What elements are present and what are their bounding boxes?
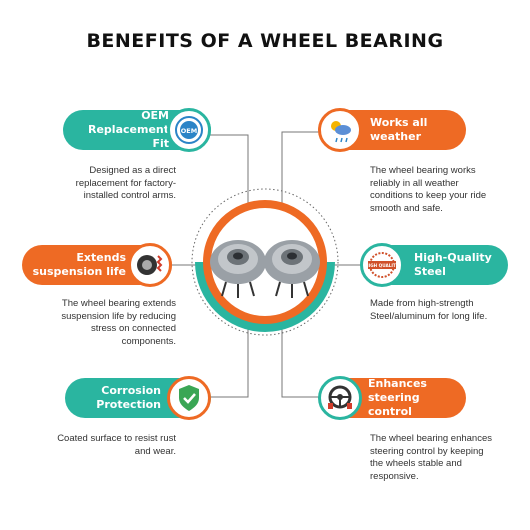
steering-wheel-icon xyxy=(318,376,362,420)
benefit-desc-oem: Designed as a direct replacement for fac… xyxy=(75,165,176,201)
benefit-pill-steering: Enhances steering control xyxy=(318,376,466,420)
benefit-desc-steering: The wheel bearing enhances steering cont… xyxy=(370,433,493,482)
weather-icon xyxy=(318,108,362,152)
teal-arc xyxy=(195,262,335,332)
svg-text:OEM: OEM xyxy=(181,127,197,135)
svg-text:HIGH QUALITY: HIGH QUALITY xyxy=(365,263,400,268)
benefit-pill-steel: HIGH QUALITY High-Quality Steel xyxy=(360,243,508,287)
benefit-pill-weather: Works all weather xyxy=(318,108,466,152)
benefit-desc-weather: The wheel bearing works reliably in all … xyxy=(370,165,487,214)
benefit-pill-oem: OEM Replacement Fit OEM xyxy=(63,108,211,152)
benefit-desc-suspension: The wheel bearing extends suspension lif… xyxy=(61,298,176,347)
dotted-ring xyxy=(191,188,339,336)
suspension-wheel-icon xyxy=(128,243,172,287)
benefit-pill-suspension: Extends suspension life xyxy=(22,243,172,287)
benefit-pill-corrosion: Corrosion Protection xyxy=(65,376,211,420)
high-quality-stamp-icon: HIGH QUALITY xyxy=(360,243,404,287)
benefit-desc-steel: Made from high-strength Steel/aluminum f… xyxy=(370,298,488,322)
wheel-hub-left-icon xyxy=(210,240,266,298)
wheel-hub-right-icon xyxy=(264,240,320,298)
benefit-desc-corrosion: Coated surface to resist rust and wear. xyxy=(57,433,176,457)
page-title: BENEFITS OF A WHEEL BEARING xyxy=(86,30,444,52)
shield-check-icon xyxy=(167,376,211,420)
oem-seal-icon: OEM xyxy=(167,108,211,152)
